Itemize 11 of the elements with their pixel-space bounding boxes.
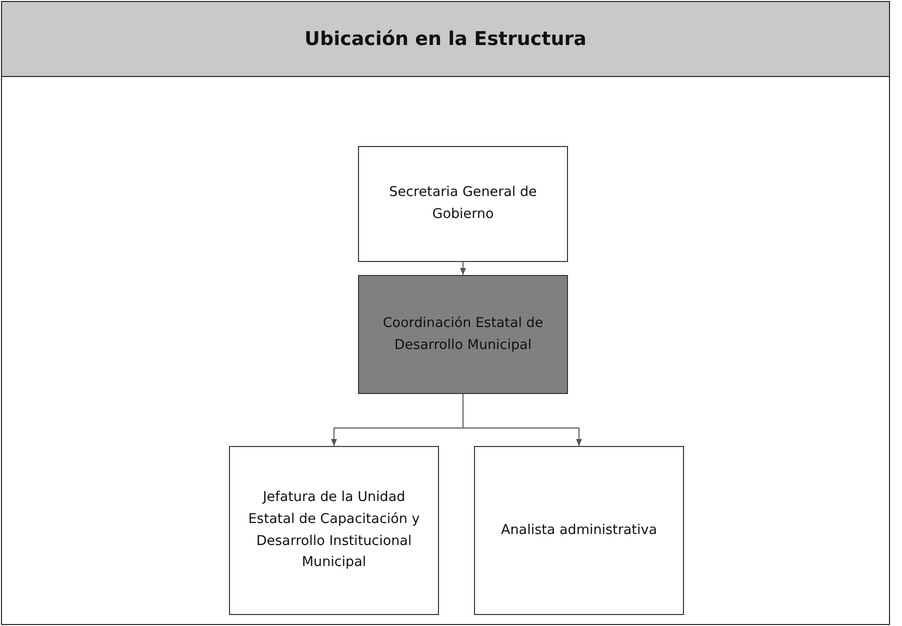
org-box-label: Secretaria General de Gobierno bbox=[388, 183, 538, 224]
org-box-label: Coordinación Estatal de Desarrollo Municipal bbox=[382, 314, 544, 354]
connector-arrow bbox=[462, 394, 582, 446]
title: Ubicación en la Estructura bbox=[304, 28, 586, 50]
org-box bbox=[474, 446, 684, 615]
org-box bbox=[358, 146, 568, 262]
org-box bbox=[358, 275, 568, 394]
org-box-label: Analista administrativa bbox=[501, 520, 657, 540]
org-box-label: Jefatura de la Unidad Estatal de Capacitación y Desarrollo Institucional Municipal bbox=[247, 488, 421, 572]
connector-arrow bbox=[460, 262, 466, 276]
org-box bbox=[229, 446, 439, 615]
